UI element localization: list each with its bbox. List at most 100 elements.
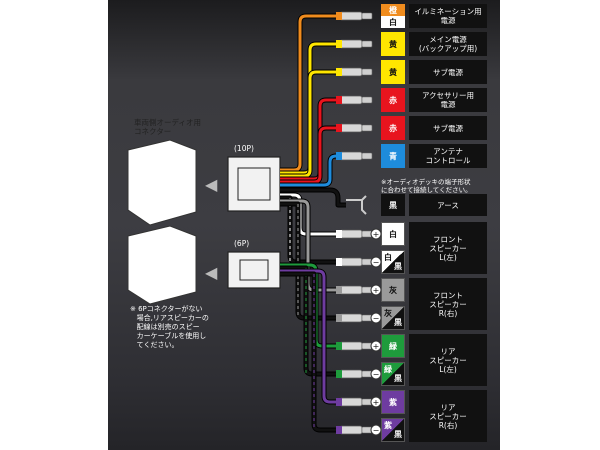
speaker-description: フロント スピーカー L(左) xyxy=(409,222,487,274)
color-box-plus: 紫 xyxy=(381,390,405,414)
terminal xyxy=(339,39,363,49)
terminal-sleeve xyxy=(336,40,342,48)
terminal xyxy=(339,95,363,105)
terminal xyxy=(339,151,363,161)
wire-description: サブ電源 xyxy=(409,60,487,84)
terminal-sleeve xyxy=(336,68,342,76)
polarity-minus-label: − xyxy=(373,426,380,435)
color-box-minus: 紫黒 xyxy=(381,418,405,442)
color-box: 黄 xyxy=(381,32,405,56)
terminal xyxy=(339,285,363,295)
color-box: 青 xyxy=(381,144,405,168)
speaker-description: フロント スピーカー R(右) xyxy=(409,278,487,330)
color-box-minus: 緑黒 xyxy=(381,362,405,386)
label-10p: (10P) xyxy=(234,144,254,153)
polarity-plus-label: + xyxy=(373,342,380,351)
color-box-minus: 灰黒 xyxy=(381,306,405,330)
connector-6p-inner xyxy=(239,259,269,281)
connector-10p xyxy=(227,156,281,212)
terminal-sleeve xyxy=(336,342,342,350)
terminal-sleeve xyxy=(336,286,342,294)
color-box: 黒 xyxy=(381,194,405,216)
wire-description: メイン電源 (バックアップ用) xyxy=(409,32,487,56)
terminal xyxy=(339,257,363,267)
terminal-tip xyxy=(361,96,373,104)
terminal-sleeve xyxy=(336,314,342,322)
color-box: 赤 xyxy=(381,116,405,140)
color-box-sub: 白 xyxy=(381,16,405,28)
terminal xyxy=(339,123,363,133)
color-box-plus: 白 xyxy=(381,222,405,246)
terminal xyxy=(339,67,363,77)
terminal xyxy=(339,341,363,351)
stripe-main-label: 白 xyxy=(384,253,392,262)
harness-6p-drawing xyxy=(127,225,197,305)
stripe-sub-label: 黒 xyxy=(394,374,402,383)
color-box-minus: 白黒 xyxy=(381,250,405,274)
color-box: 橙 xyxy=(381,4,405,16)
terminal xyxy=(339,11,363,21)
wire-speaker-plus xyxy=(280,269,338,404)
polarity-plus-label: + xyxy=(373,230,380,239)
color-box: 赤 xyxy=(381,88,405,112)
polarity-minus-label: − xyxy=(373,370,380,379)
arrow-left-icon: ◀ xyxy=(205,175,218,194)
wire-description: アース xyxy=(409,194,487,216)
polarity-minus-label: − xyxy=(373,258,380,267)
wire-ground xyxy=(280,188,346,207)
footnote: ※ 6Pコネクターがない 場合,リアスピーカーの 配線は別売のスピー カーケーブ… xyxy=(130,305,209,349)
terminal-tip xyxy=(361,152,373,160)
label-6p: (6P) xyxy=(234,239,250,248)
color-box: 黄 xyxy=(381,60,405,84)
stripe-main-label: 緑 xyxy=(384,365,392,374)
speaker-description: リア スピーカー L(左) xyxy=(409,334,487,386)
wire-upper xyxy=(280,126,338,184)
stripe-sub-label: 黒 xyxy=(394,318,402,327)
harness-10p-drawing xyxy=(127,139,197,226)
wire-speaker-minus-outline xyxy=(280,271,338,433)
wire-upper xyxy=(280,70,338,178)
terminal-sleeve xyxy=(336,230,342,238)
stripe-sub-label: 黒 xyxy=(394,430,402,439)
antenna-note: ※オーディオデッキの端子形状 に合わせて接続してください。 xyxy=(381,178,472,194)
terminal xyxy=(339,369,363,379)
terminal-sleeve xyxy=(336,398,342,406)
connector-10p-inner xyxy=(237,167,271,201)
terminal xyxy=(339,425,363,435)
terminal xyxy=(339,313,363,323)
terminal-tip xyxy=(361,40,373,48)
wire-description: アンテナ コントロール xyxy=(409,144,487,168)
terminal-tip xyxy=(361,12,373,20)
wire-description: イルミネーション用 電源 xyxy=(409,4,487,28)
terminal-tip xyxy=(361,68,373,76)
terminal-sleeve xyxy=(336,426,342,434)
wire-speaker-minus xyxy=(280,272,338,432)
wire-description: サブ電源 xyxy=(409,116,487,140)
stripe-main-label: 紫 xyxy=(384,421,392,430)
terminal-sleeve xyxy=(336,258,342,266)
polarity-plus-label: + xyxy=(373,398,380,407)
color-box-plus: 灰 xyxy=(381,278,405,302)
terminal-sleeve xyxy=(336,370,342,378)
terminal-sleeve xyxy=(336,96,342,104)
ground-lug-icon xyxy=(346,195,367,215)
terminal-sleeve xyxy=(336,12,342,20)
terminal xyxy=(339,229,363,239)
terminal xyxy=(339,397,363,407)
polarity-plus-label: + xyxy=(373,286,380,295)
stripe-main-label: 灰 xyxy=(384,309,392,318)
connector-6p xyxy=(227,251,281,289)
speaker-description: リア スピーカー R(右) xyxy=(409,390,487,442)
harness-title: 車両側オーディオ用 コネクター xyxy=(134,118,201,136)
stripe-sub-label: 黒 xyxy=(394,262,402,271)
arrow-left-icon: ◀ xyxy=(205,263,218,282)
wire-upper xyxy=(280,14,338,172)
polarity-minus-label: − xyxy=(373,314,380,323)
terminal-sleeve xyxy=(336,124,342,132)
color-box-plus: 緑 xyxy=(381,334,405,358)
terminal-tip xyxy=(361,124,373,132)
wire-upper xyxy=(280,154,338,187)
wire-description: アクセサリー用 電源 xyxy=(409,88,487,112)
